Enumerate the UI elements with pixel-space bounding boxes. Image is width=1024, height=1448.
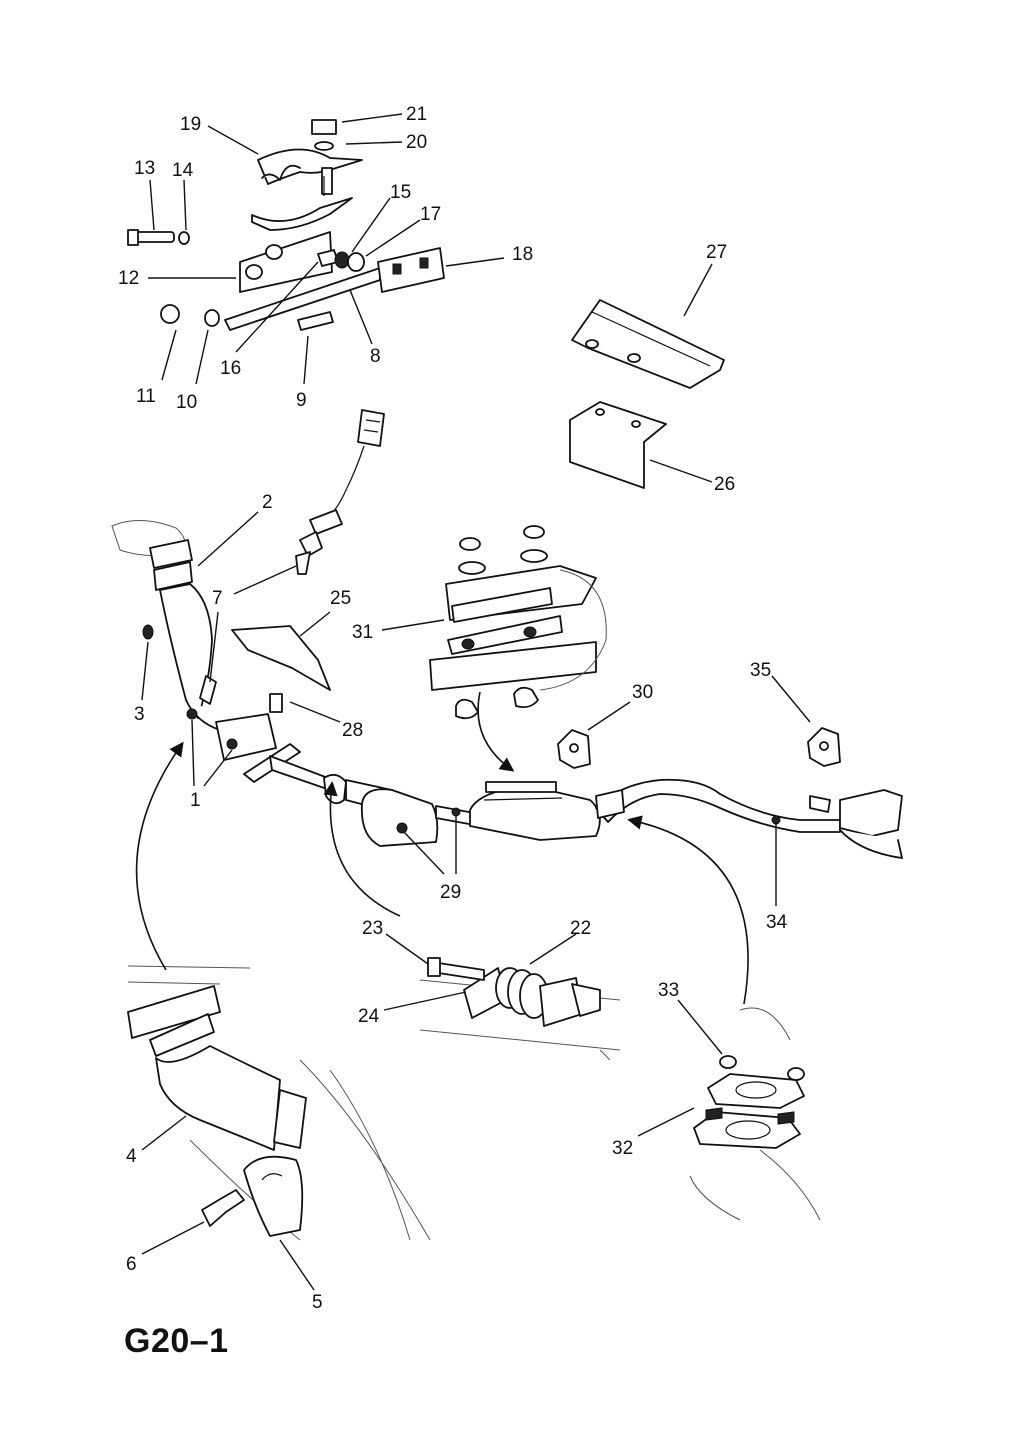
callout-34: 34 [766, 912, 788, 933]
callout-7: 7 [212, 588, 223, 609]
callout-22: 22 [570, 918, 591, 939]
callout-8: 8 [370, 346, 381, 367]
callout-2: 2 [262, 492, 273, 513]
callout-10: 10 [176, 392, 197, 413]
callout-32: 32 [612, 1138, 633, 1159]
rubber-hanger-30 [557, 729, 591, 769]
callout-23: 23 [362, 918, 383, 939]
callouts: 1 1 2 3 4 5 6 7 8 9 10 11 12 13 14 15 16… [118, 104, 788, 1313]
callout-17: 17 [420, 204, 441, 225]
callout-26: 26 [714, 474, 735, 495]
callout-11: 11 [136, 386, 156, 407]
callout-21: 21 [406, 104, 427, 125]
callout-25: 25 [330, 588, 351, 609]
callout-13: 13 [134, 158, 155, 179]
callout-27: 27 [706, 242, 727, 263]
heat-shield-27 [571, 299, 725, 389]
callout-19: 19 [180, 114, 201, 135]
callout-16: 16 [220, 358, 241, 379]
callout-30: 30 [632, 682, 653, 703]
callout-31: 31 [352, 622, 373, 643]
front-pipe [111, 519, 347, 805]
middle-silencer [345, 779, 481, 847]
bracket-assembly [127, 119, 445, 331]
oxygen-sensor [295, 409, 385, 575]
callout-12: 12 [118, 268, 139, 289]
mounting-31 [429, 525, 607, 720]
flow-arrows [135, 691, 749, 1005]
tail-pipe [595, 778, 903, 859]
diagram-code: G20–1 [124, 1322, 229, 1360]
callout-28: 28 [342, 720, 363, 741]
callout-3: 3 [134, 704, 145, 725]
callout-18: 18 [512, 244, 533, 265]
callout-14: 14 [172, 160, 194, 181]
rubber-hanger-35 [807, 727, 841, 767]
rear-silencer [469, 781, 601, 841]
callout-35: 35 [750, 660, 771, 681]
callout-6: 6 [126, 1254, 137, 1275]
heat-plate-25 [231, 625, 331, 713]
callout-24: 24 [358, 1006, 380, 1027]
front-pipe-detail [127, 965, 431, 1241]
heat-shield-26 [569, 401, 667, 489]
callout-4: 4 [126, 1146, 137, 1167]
flange-joint [689, 1007, 821, 1221]
callout-29: 29 [440, 882, 461, 903]
callout-15: 15 [390, 182, 411, 203]
callout-5: 5 [312, 1292, 323, 1313]
callout-20: 20 [406, 132, 427, 153]
callout-1a: 1 [190, 790, 201, 811]
leader-lines [141, 113, 811, 1291]
callout-33: 33 [658, 980, 679, 1001]
callout-9: 9 [296, 390, 307, 411]
spring-flange-joint [419, 957, 621, 1061]
